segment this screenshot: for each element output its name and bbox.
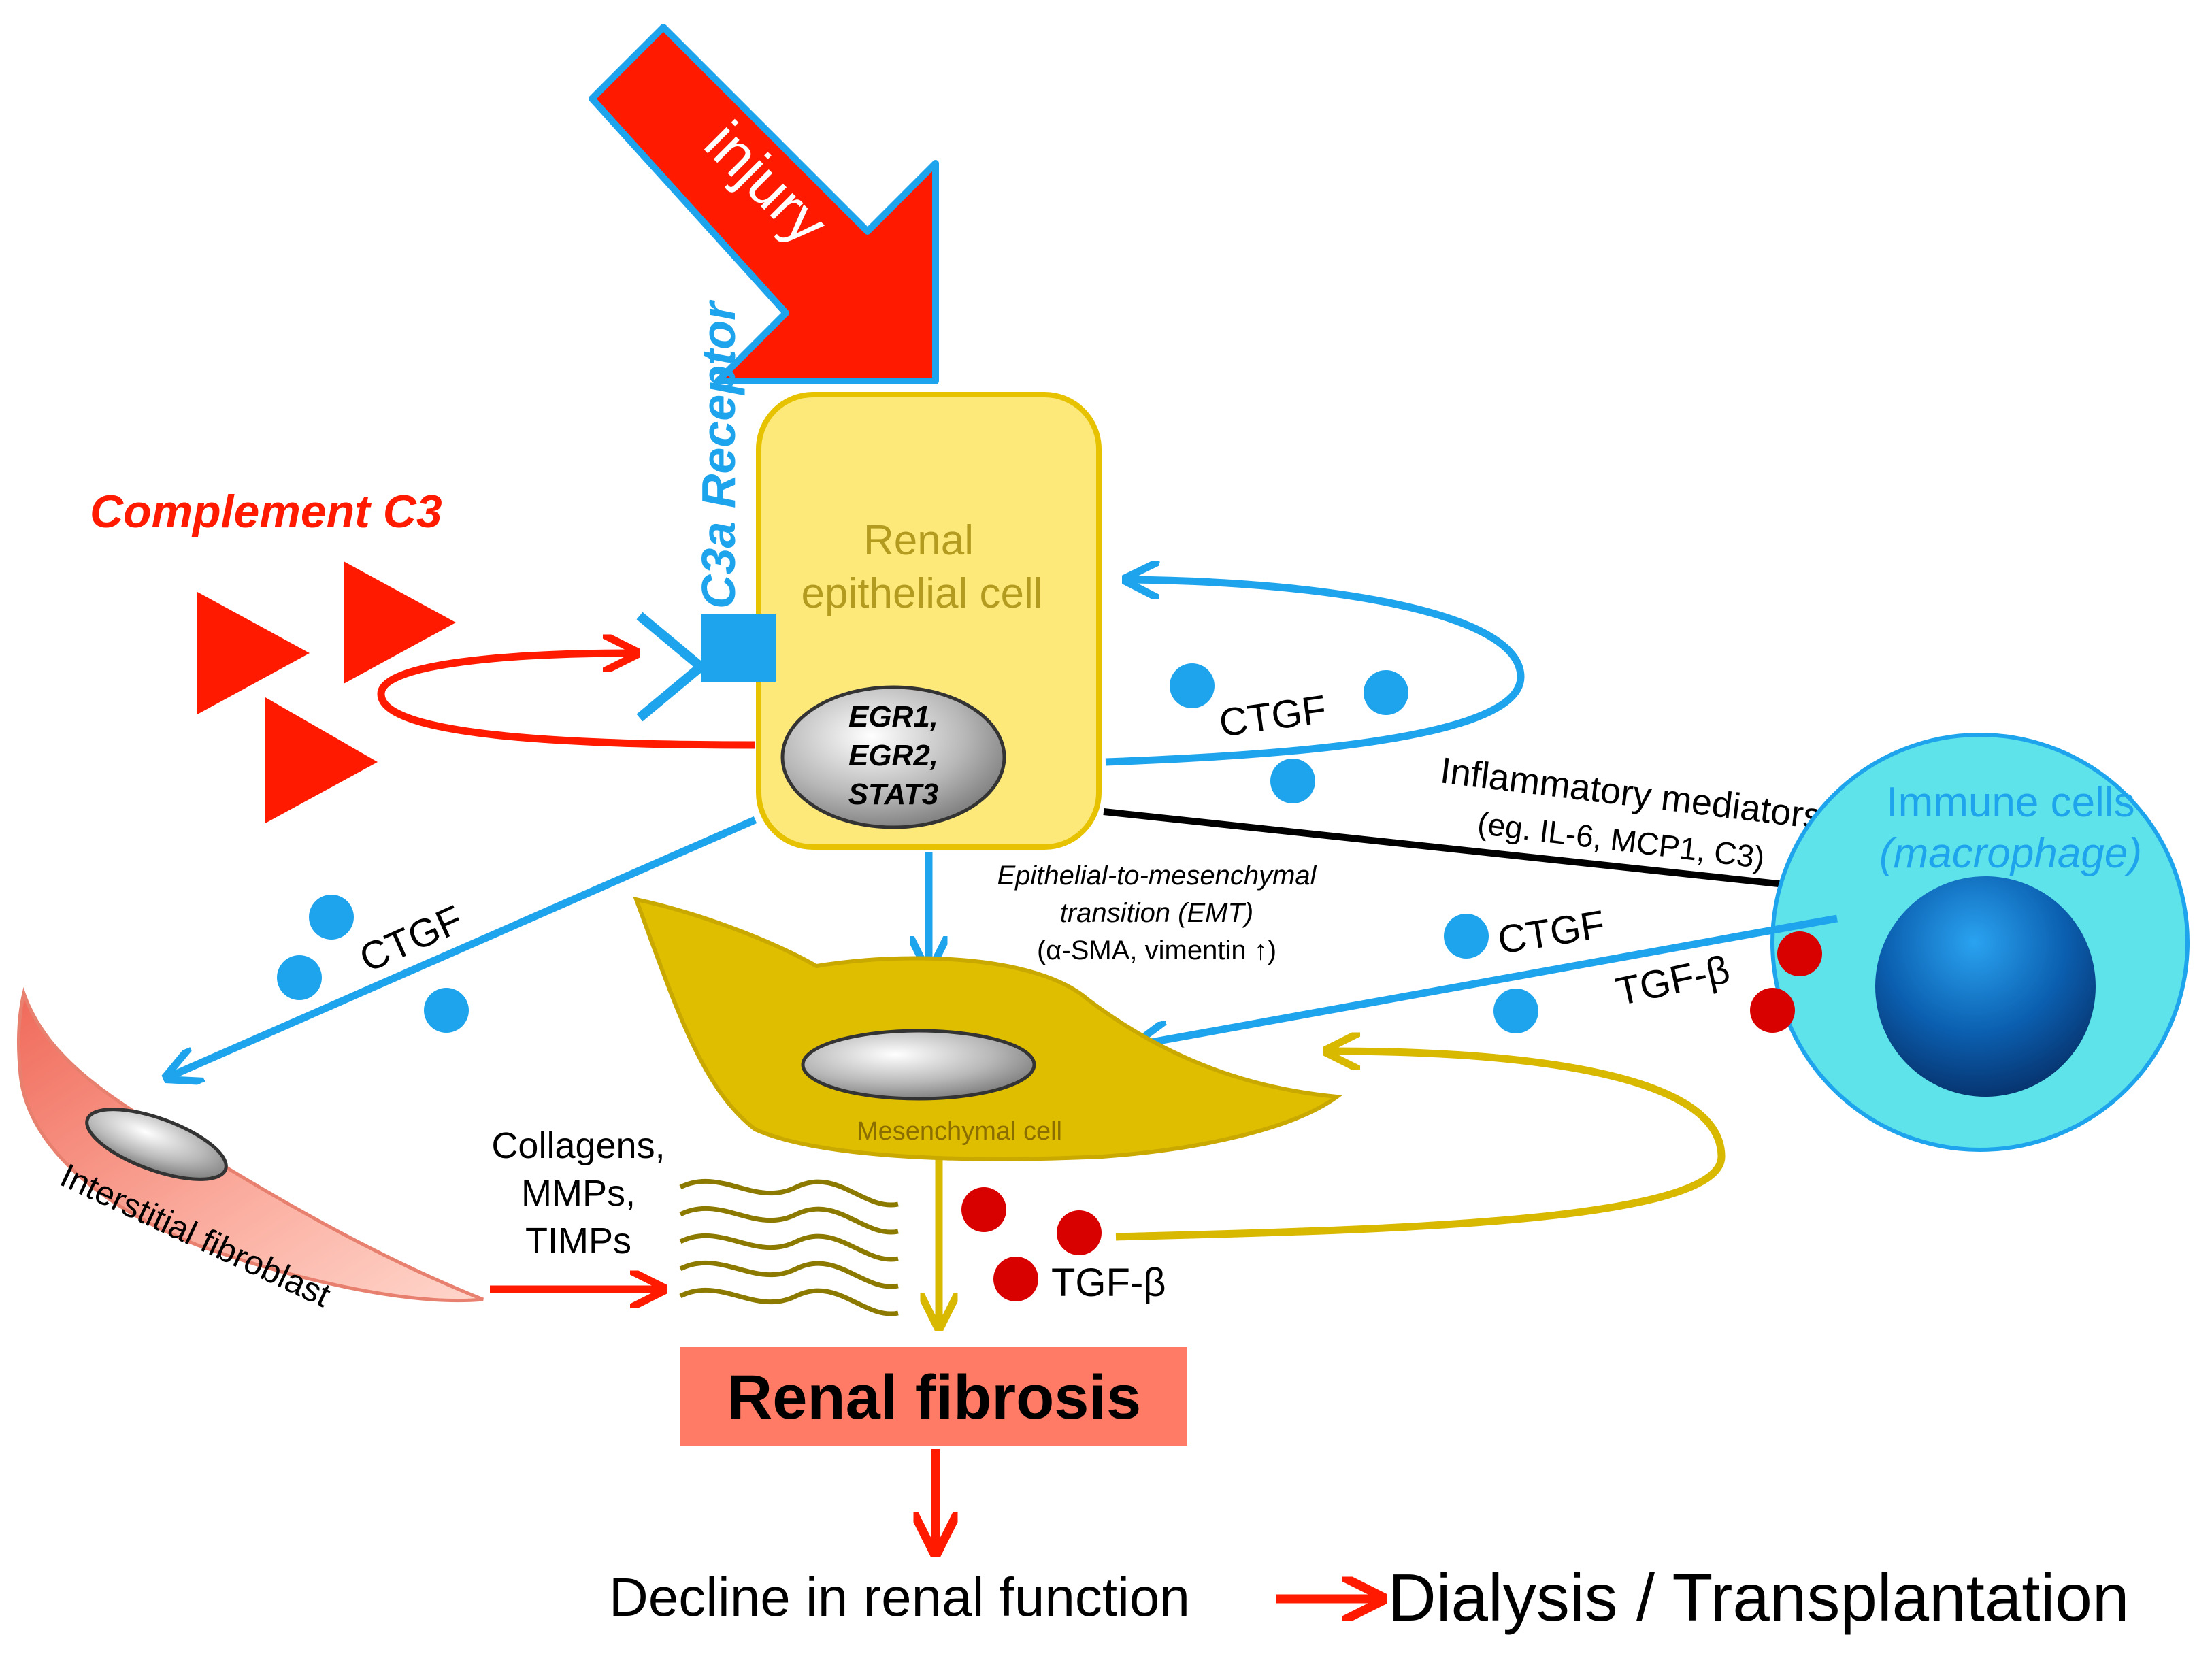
inflammatory-arrow (1103, 808, 1823, 902)
fibroblast-nucleus-icon (85, 1108, 228, 1181)
dialysis-label: Dialysis / Transplantation (1388, 1560, 2129, 1635)
ctgf-dot-icon (309, 895, 354, 940)
complement-triangles (197, 561, 456, 823)
ctgf-dot-icon (1444, 914, 1489, 959)
immune-label-line1: Immune cells (1886, 779, 2134, 826)
mesenchymal-label: Mesenchymal cell (857, 1117, 1062, 1146)
c3a-receptor-label: C3a Receptor (692, 299, 745, 609)
ctgf-to-fibroblast-arrow (170, 816, 757, 1076)
ecm-label-line3: TIMPs (525, 1221, 631, 1261)
complement-c3-label: Complement C3 (90, 486, 442, 537)
ctgf-dot-icon (424, 988, 469, 1033)
renal-cell-label-line2: epithelial cell (802, 570, 1043, 617)
renal-fibrosis-box (680, 1347, 1187, 1446)
c3a-receptor-icon (636, 612, 776, 722)
injury-arrow-icon (589, 24, 939, 384)
immune-label-line2: (macrophage) (1879, 830, 2142, 877)
ecm-label-line2: MMPs, (521, 1173, 635, 1214)
decline-label: Decline in renal function (609, 1567, 1190, 1627)
emt-label-line2: transition (EMT) (1060, 898, 1254, 928)
ctgf-dot-icon (1270, 759, 1315, 803)
complement-loop-arrow (377, 653, 756, 749)
tgf-dot-icon (1750, 988, 1795, 1033)
ctgf-dot-icon (277, 955, 322, 1000)
renal-fibrosis-label: Renal fibrosis (727, 1363, 1141, 1432)
nucleus-label-line1: EGR1, (848, 700, 938, 733)
tgf-feedback-loop-arrow (1115, 1051, 1726, 1241)
ctgf-autocrine-loop-arrow (1105, 580, 1525, 766)
ctgf-dot-icon (1493, 989, 1538, 1033)
tgf-dot-icon (1057, 1210, 1102, 1255)
complement-triangle-icon (197, 592, 310, 714)
macrophage-nucleus-icon (1875, 876, 2096, 1097)
ctgf-loop-label: CTGF (1217, 687, 1329, 746)
complement-triangle-icon (344, 561, 456, 684)
immune-to-mesenchymal-arrow (1140, 914, 1838, 1044)
ctgf-dot-icon (1170, 663, 1215, 708)
mesenchymal-cell (633, 896, 1343, 1161)
renal-cell-label-line1: Renal (863, 517, 974, 564)
emt-label-line3: (α-SMA, vimentin ↑) (1037, 935, 1276, 965)
tgf-mesenchymal-label: TGF-β (1051, 1261, 1166, 1305)
tgf-dot-icon (1777, 931, 1822, 976)
mesenchymal-nucleus-icon (801, 1029, 1036, 1101)
tgf-dot-icon (961, 1187, 1006, 1232)
ctgf-dot-icon (1364, 670, 1408, 715)
ecm-fibers-icon (679, 1178, 899, 1316)
complement-triangle-icon (265, 697, 378, 823)
nucleus-label-line3: STAT3 (848, 778, 939, 811)
tgf-dot-icon (993, 1257, 1038, 1301)
nucleus-label-line2: EGR2, (848, 739, 938, 772)
emt-label-line1: Epithelial-to-mesenchymal (997, 861, 1317, 891)
ecm-label-line1: Collagens, (491, 1125, 665, 1166)
ctgf-immune-label: CTGF (1495, 902, 1608, 963)
nucleus-icon (780, 685, 1006, 829)
